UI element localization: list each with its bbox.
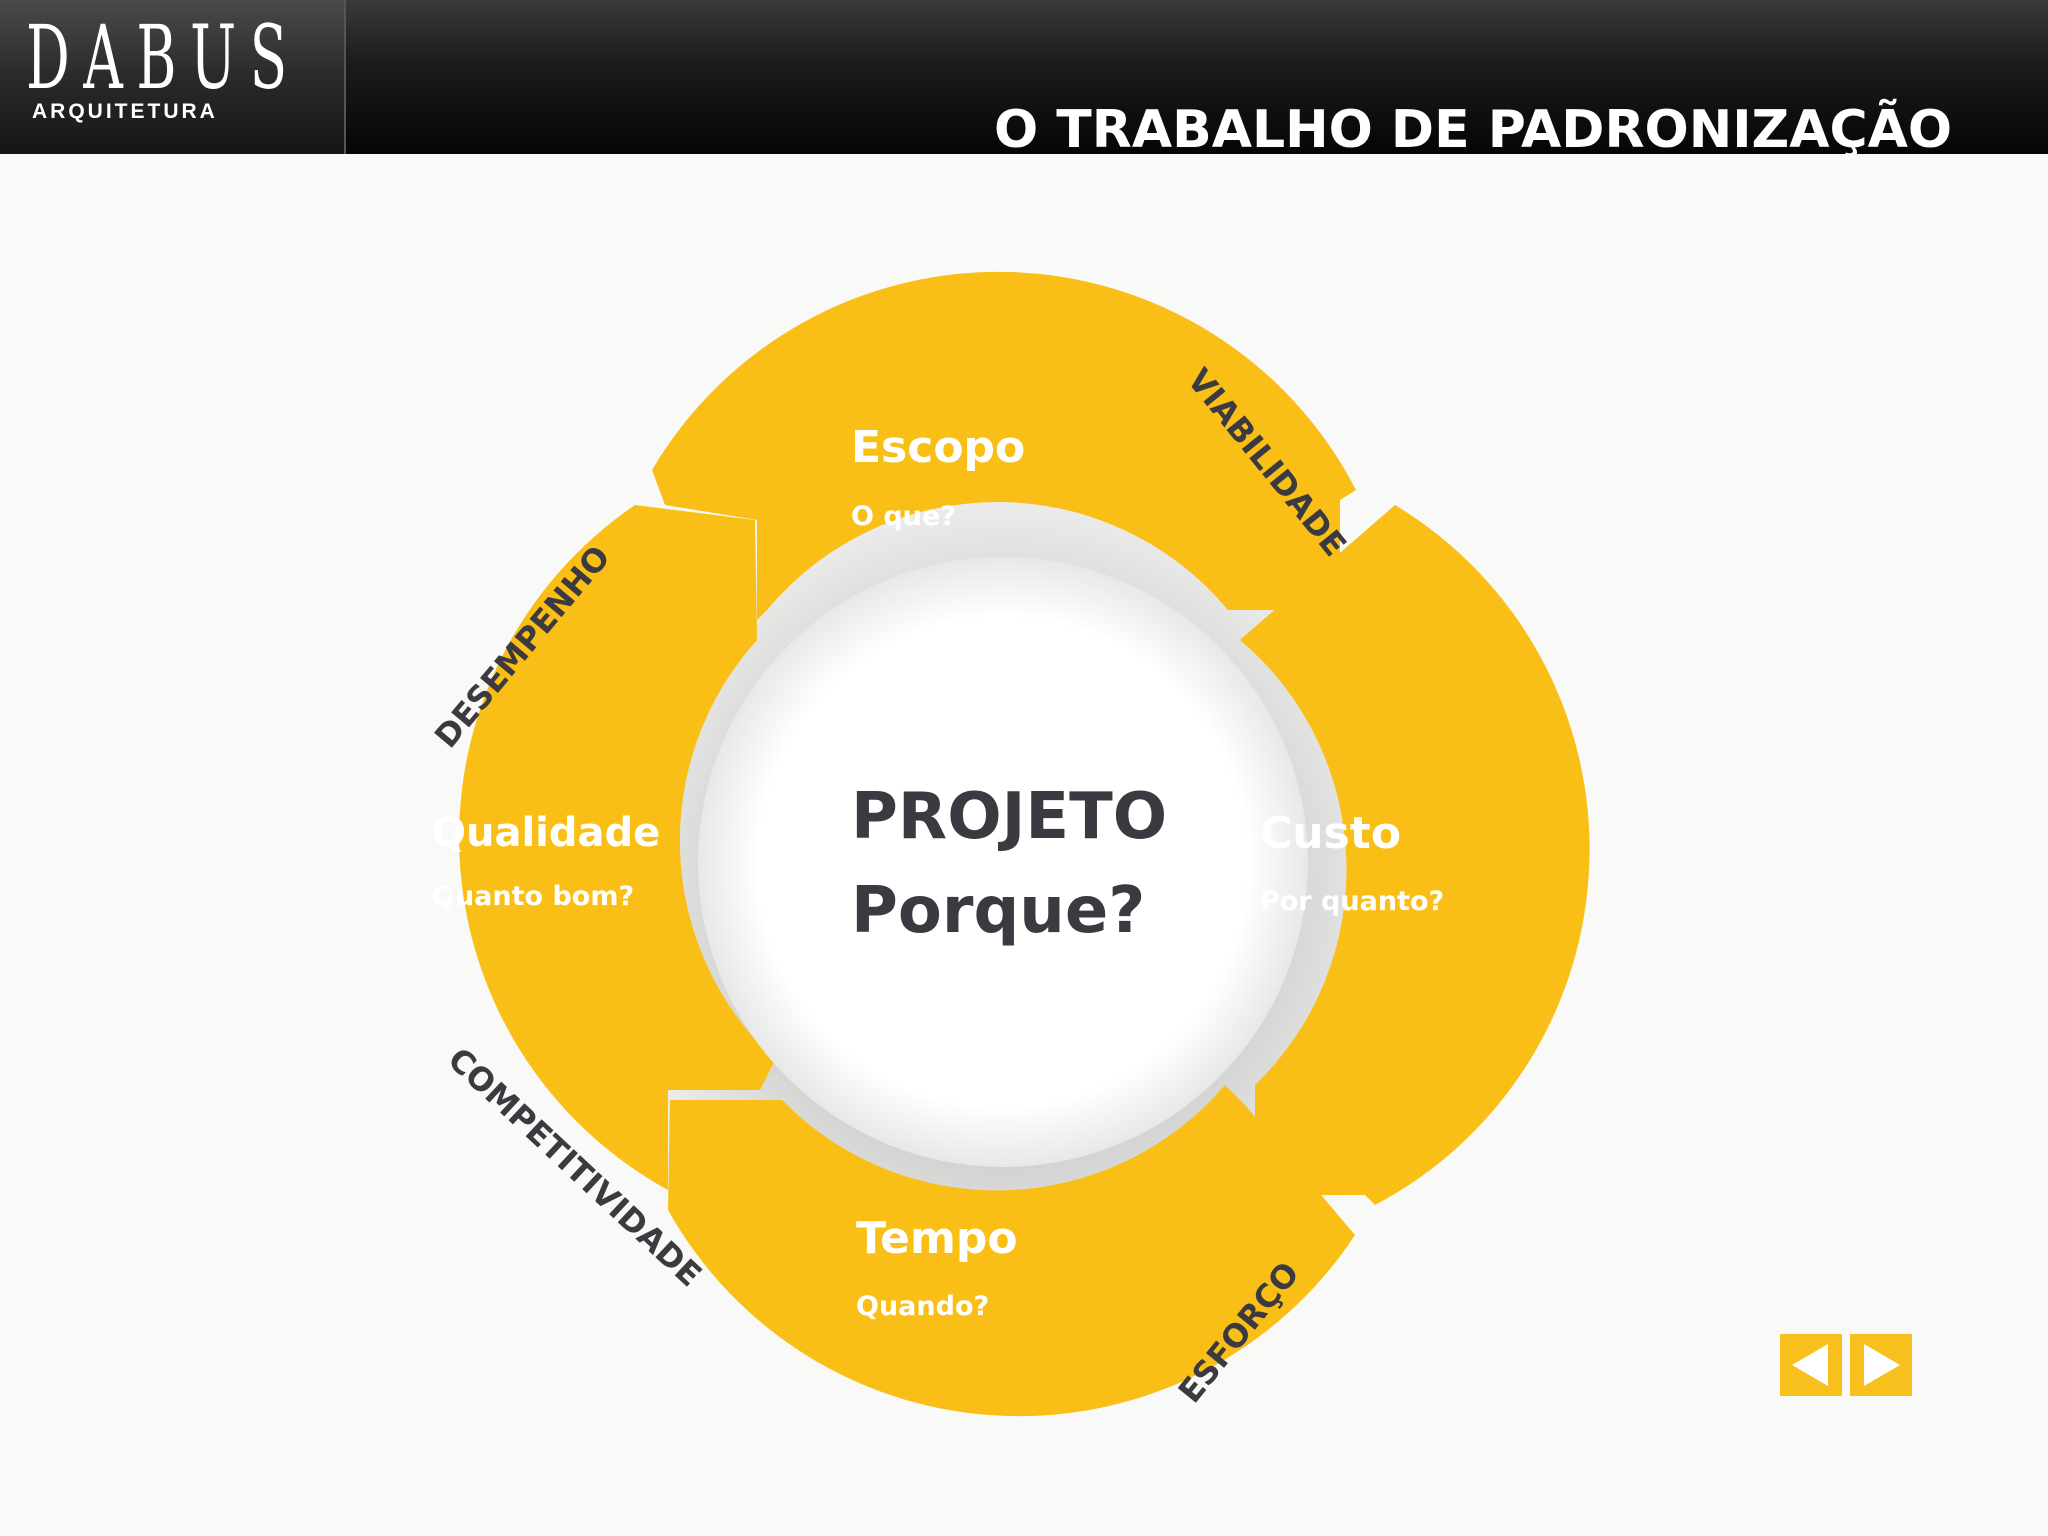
segment-tempo [668, 1085, 1355, 1417]
arrow-right-icon [1864, 1344, 1900, 1386]
segment-title-tempo: Tempo [856, 1213, 1018, 1264]
brand-tagline: ARQUITETURA [32, 100, 218, 123]
segment-title-qualidade: Qualidade [432, 810, 660, 856]
center-title: PROJETO [851, 780, 1167, 854]
project-cycle-diagram: Escopo O que? Custo Por quanto? Tempo Qu… [427, 271, 1590, 1417]
ring-segments [459, 271, 1590, 1417]
segment-question-escopo: O que? [851, 501, 956, 532]
segment-question-custo: Por quanto? [1260, 886, 1444, 917]
page-title: O TRABALHO DE PADRONIZAÇÃO [994, 100, 1953, 154]
header-bar: DABUS ARQUITETURA O TRABALHO DE PADRONIZ… [0, 0, 2048, 154]
previous-slide-button[interactable] [1780, 1334, 1842, 1396]
segment-title-escopo: Escopo [851, 422, 1025, 473]
segment-qualidade [459, 505, 775, 1190]
brand-name: DABUS [26, 6, 301, 109]
next-slide-button[interactable] [1850, 1334, 1912, 1396]
center-subtitle: Porque? [851, 874, 1145, 948]
center-circle [698, 557, 1308, 1167]
brand-logo: DABUS ARQUITETURA [0, 0, 346, 154]
segment-question-qualidade: Quanto bom? [432, 881, 634, 912]
segment-escopo [652, 271, 1356, 620]
arrow-left-icon [1792, 1344, 1828, 1386]
segment-question-tempo: Quando? [856, 1291, 989, 1322]
segment-title-custo: Custo [1260, 808, 1401, 859]
segment-custo [1240, 505, 1590, 1205]
